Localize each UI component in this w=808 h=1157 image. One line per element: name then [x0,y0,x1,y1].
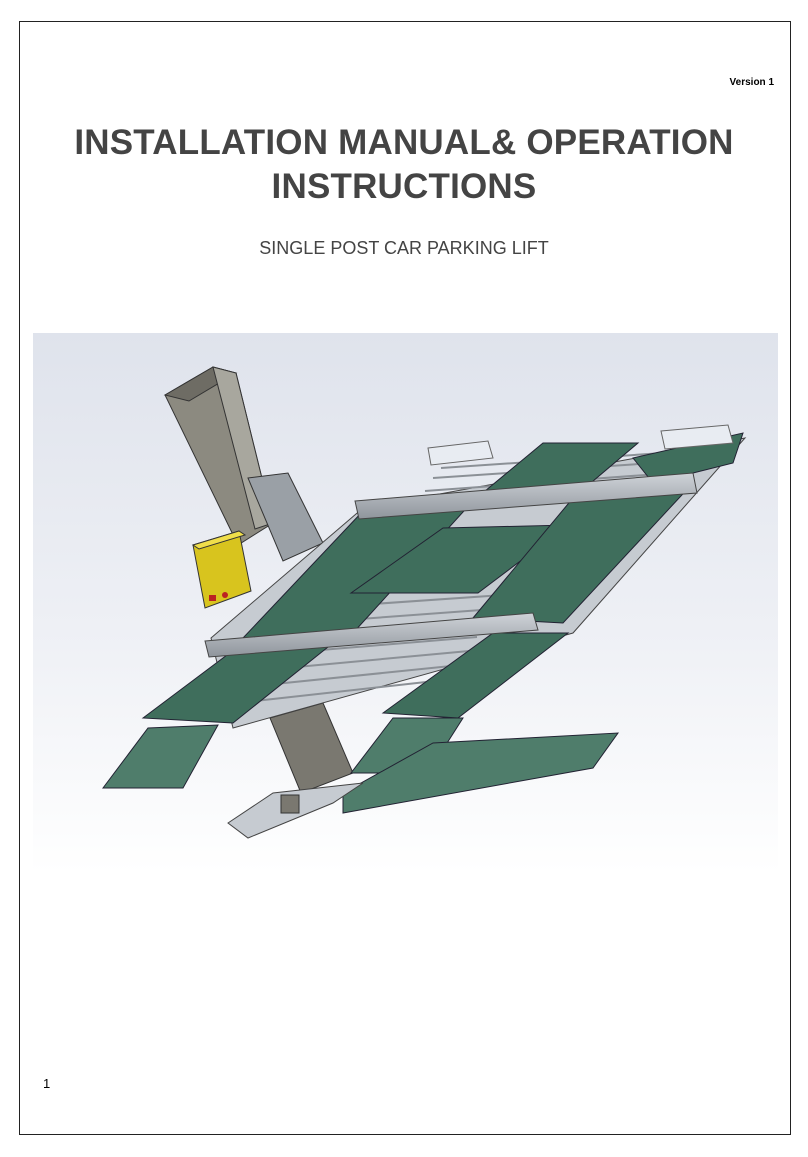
title-line-1: INSTALLATION MANUAL& OPERATION [74,123,734,162]
document-subtitle: SINGLE POST CAR PARKING LIFT [259,238,549,258]
parking-lift-illustration [33,333,778,873]
platform-deck [141,424,747,729]
title-line-2: INSTRUCTIONS [271,167,537,206]
control-box [191,530,252,609]
control-switch-icon [209,595,216,601]
base-frame [227,782,364,839]
lift-post [163,366,354,794]
page-border [19,21,791,1135]
version-label: Version 1 [729,77,774,88]
control-button-icon [222,592,228,598]
page-number: 1 [43,1076,51,1091]
document-title: INSTALLATION MANUAL& OPERATION INSTRUCTI… [0,121,808,209]
front-ramps [102,717,620,814]
